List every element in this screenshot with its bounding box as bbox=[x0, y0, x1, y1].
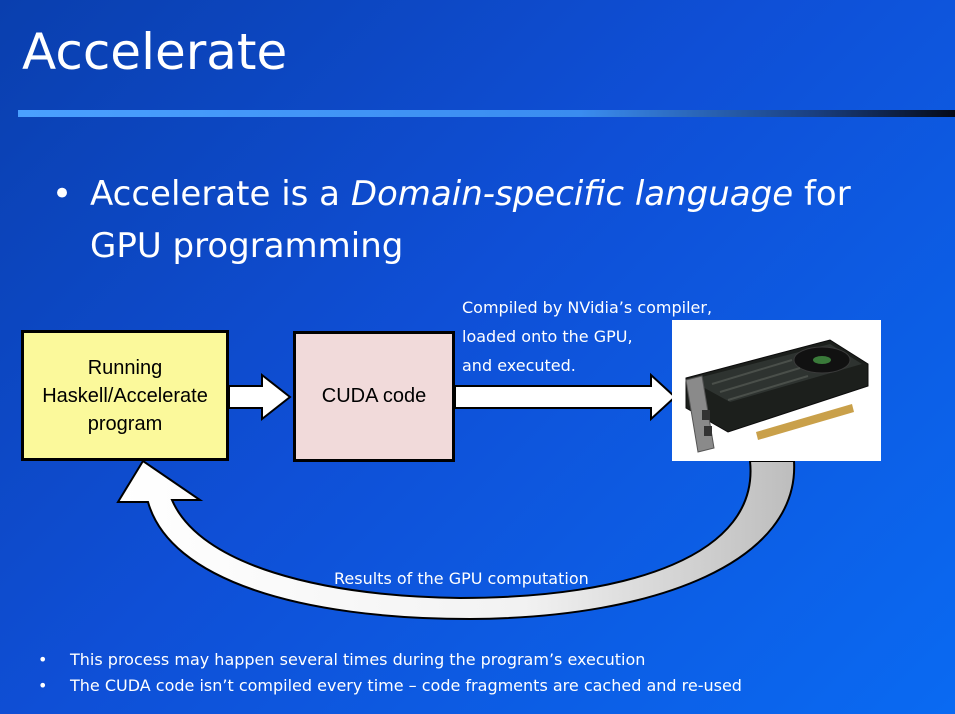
gpu-card-image bbox=[672, 320, 881, 461]
haskell-line-2: Haskell/Accelerate bbox=[42, 384, 208, 407]
haskell-program-box: Running Haskell/Accelerate program bbox=[21, 330, 229, 461]
compile-note-line-2: loaded onto the GPU, bbox=[462, 327, 633, 346]
compile-note: Compiled by NVidia’s compiler, loaded on… bbox=[462, 293, 712, 380]
bullet-prefix: Accelerate is a bbox=[90, 174, 351, 214]
cuda-box-label: CUDA code bbox=[321, 385, 427, 407]
footnote-item: • The CUDA code isn’t compiled every tim… bbox=[38, 673, 938, 699]
cuda-code-box: CUDA code bbox=[293, 331, 455, 462]
arrow-cuda-to-gpu bbox=[454, 372, 677, 422]
footnotes: • This process may happen several times … bbox=[38, 647, 938, 699]
slide-title: Accelerate bbox=[22, 23, 288, 81]
haskell-line-1: Running bbox=[87, 356, 163, 379]
arrow-results-loop bbox=[116, 459, 796, 621]
main-bullet: • Accelerate is a Domain-specific langua… bbox=[52, 168, 912, 272]
results-label: Results of the GPU computation bbox=[334, 569, 589, 588]
title-underline bbox=[18, 110, 955, 117]
compile-note-line-3: and executed. bbox=[462, 356, 576, 375]
bullet-emphasis: Domain-specific language bbox=[350, 174, 794, 214]
haskell-box-text: Running Haskell/Accelerate program bbox=[42, 354, 208, 438]
main-bullet-text: Accelerate is a Domain-specific language… bbox=[90, 168, 912, 272]
bullet-dot: • bbox=[52, 174, 73, 214]
arrow-haskell-to-cuda bbox=[228, 372, 292, 422]
footnote-bullet: • bbox=[38, 650, 48, 669]
footnote-bullet: • bbox=[38, 676, 48, 695]
footnote-text: The CUDA code isn’t compiled every time … bbox=[70, 676, 742, 695]
footnote-text: This process may happen several times du… bbox=[70, 650, 646, 669]
haskell-line-3: program bbox=[87, 412, 163, 435]
bullet-suffix: for GPU programming bbox=[90, 174, 851, 266]
compile-note-line-1: Compiled by NVidia’s compiler, bbox=[462, 298, 713, 317]
footnote-item: • This process may happen several times … bbox=[38, 647, 938, 673]
gpu-card-icon bbox=[685, 339, 869, 453]
